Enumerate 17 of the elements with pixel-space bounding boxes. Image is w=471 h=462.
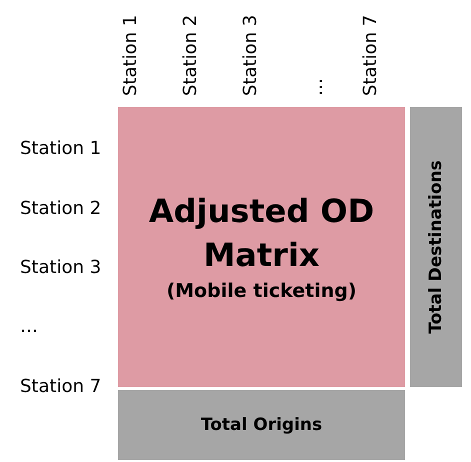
matrix-subtitle: (Mobile ticketing) [166, 279, 357, 304]
row-header: … [20, 316, 38, 337]
column-header: Station 7 [360, 14, 381, 96]
totals-bar [118, 390, 405, 460]
column-header: … [306, 78, 327, 96]
matrix-heading: Adjusted OD Matrix [148, 191, 376, 276]
column-header: Station 1 [120, 14, 141, 96]
row-header: Station 2 [20, 198, 102, 219]
column-header: Station 3 [240, 14, 261, 96]
totals-bar [410, 107, 462, 387]
row-header: Station 1 [20, 138, 102, 159]
column-header: Station 2 [180, 14, 201, 96]
matrix-block [118, 107, 405, 387]
row-header: Station 7 [20, 376, 102, 397]
bar-label: Total Origins [200, 415, 322, 435]
row-header: Station 3 [20, 257, 102, 278]
bar-label: Total Destinations [426, 160, 446, 334]
